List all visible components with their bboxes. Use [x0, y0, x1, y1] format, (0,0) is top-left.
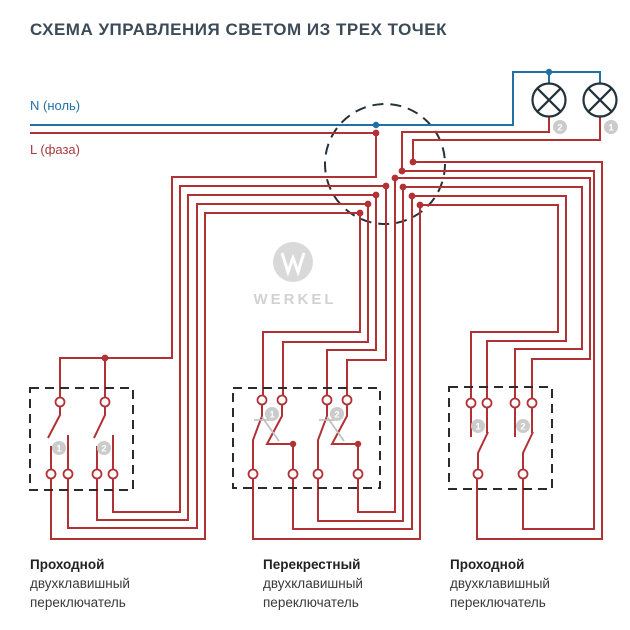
lamp-1-icon [582, 82, 618, 118]
svg-text:1: 1 [56, 444, 62, 455]
middle-switch-box [232, 387, 381, 489]
wire-lamp2 [401, 117, 595, 530]
crossover-joint-dots [289, 440, 362, 448]
right-switch-caption: Проходной двухклавишный переключатель [450, 555, 610, 612]
page-title: СХЕМА УПРАВЛЕНИЯ СВЕТОМ ИЗ ТРЕХ ТОЧЕК [30, 20, 447, 39]
wire-cross-out1 [357, 177, 591, 513]
left-switch-box [29, 387, 134, 491]
wire-left-out3 [67, 203, 369, 529]
left-switch-caption: Проходной двухклавишный переключатель [30, 555, 190, 612]
lamp1-badge: 1 [604, 120, 618, 134]
wire-left-out4 [50, 212, 361, 540]
middle-switch-type: Перекрестный [263, 557, 361, 572]
right-switch-gang1-badge: 1 [471, 419, 485, 433]
wire-cross-out4 [252, 204, 559, 540]
brand-logo-icon [273, 242, 313, 282]
brand-watermark: WERKEL [253, 291, 337, 308]
wire-cross-out3 [292, 195, 567, 530]
wire-lamp1 [412, 117, 603, 540]
live-feed-wire [30, 132, 377, 397]
live-wire-label: L (фаза) [30, 142, 80, 157]
switch-mechanisms [47, 405, 534, 469]
neutral-wires [30, 71, 601, 126]
right-switch-gang2-badge: 2 [516, 419, 530, 433]
svg-text:1: 1 [269, 410, 275, 421]
terminals [45, 394, 538, 480]
svg-text:2: 2 [334, 410, 339, 421]
right-switch-box [448, 386, 553, 490]
svg-text:2: 2 [520, 422, 525, 433]
left-switch-gang2-badge: 2 [97, 441, 111, 455]
right-switch-type: Проходной [450, 557, 525, 572]
live-wires [30, 117, 603, 540]
neutral-junction-dots [372, 68, 553, 129]
number-badges: 2 1 1 2 1 2 1 [52, 120, 618, 455]
svg-text:2: 2 [557, 123, 562, 134]
wire-left-out1 [112, 185, 387, 513]
crossover-alt-position-lines [254, 416, 345, 442]
middle-switch-gang2-badge: 2 [330, 407, 344, 421]
wire-left-out2 [96, 194, 377, 521]
live-junction-dots [101, 129, 424, 362]
lamp-2-icon [531, 82, 567, 118]
middle-switch-caption: Перекрестный двухклавишный переключатель [263, 555, 423, 612]
svg-text:1: 1 [475, 422, 481, 433]
neutral-wire-label: N (ноль) [30, 98, 81, 113]
lamps [531, 82, 618, 118]
svg-text:2: 2 [101, 444, 106, 455]
wire-cross-out2 [317, 186, 583, 522]
svg-text:1: 1 [608, 123, 614, 134]
neutral-main-wire [30, 71, 601, 126]
left-switch-type: Проходной [30, 557, 105, 572]
lamp2-badge: 2 [553, 120, 567, 134]
left-switch-gang1-badge: 1 [52, 441, 66, 455]
middle-switch-gang1-badge: 1 [265, 407, 279, 421]
